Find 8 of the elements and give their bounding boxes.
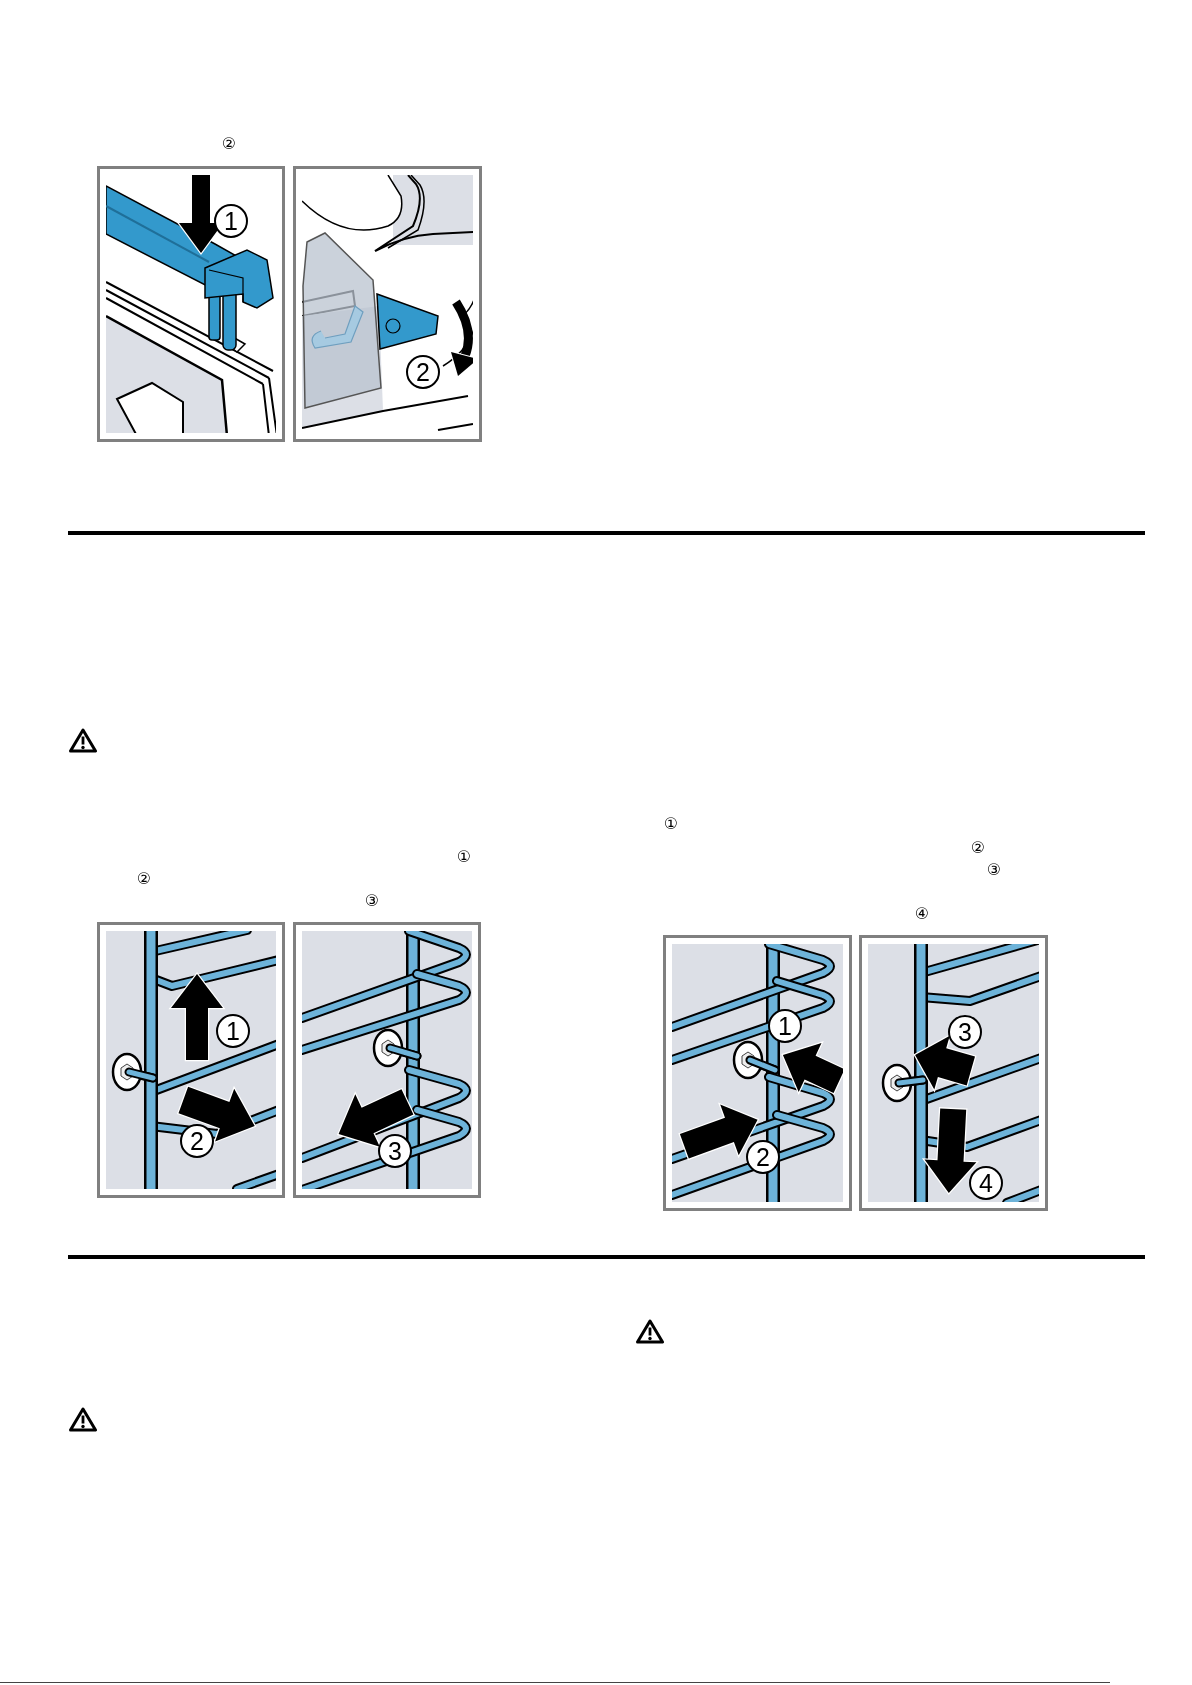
step-number: ①: [663, 815, 679, 833]
step-number: ③: [986, 861, 1002, 879]
step-number: ①: [456, 848, 472, 866]
step-number: ②: [221, 135, 237, 153]
step-number: ③: [364, 892, 380, 910]
step-number: ②: [136, 870, 152, 888]
step-number: ②: [970, 839, 986, 857]
step-number: ④: [914, 905, 930, 923]
